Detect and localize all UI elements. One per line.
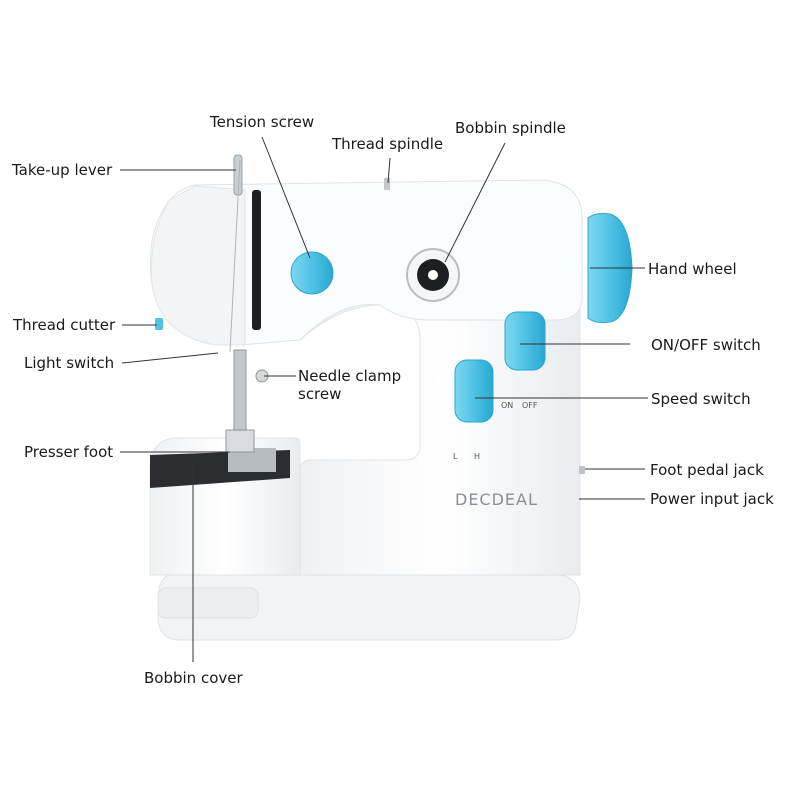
brand-logo: DECDEAL	[455, 490, 538, 509]
label-foot-pedal-jack: Foot pedal jack	[650, 461, 764, 479]
label-speed-switch: Speed switch	[651, 390, 751, 408]
thread-cutter-blade	[155, 318, 163, 330]
label-thread-spindle: Thread spindle	[332, 135, 444, 153]
machine-head-left-cap	[150, 185, 246, 346]
switch-off-label: OFF	[522, 401, 538, 410]
on-off-switch-button	[504, 311, 546, 371]
label-hand-wheel: Hand wheel	[648, 260, 737, 278]
bobbin-cover-panel	[157, 587, 259, 619]
leader-lines	[120, 136, 648, 662]
foot-pedal-jack-port	[579, 466, 585, 474]
label-tension-screw: Tension screw	[210, 113, 315, 131]
thread-spindle-post	[384, 178, 390, 190]
machine-base	[157, 574, 581, 641]
label-on-off-switch: ON/OFF switch	[651, 336, 761, 354]
label-presser-foot: Presser foot	[24, 443, 114, 461]
needle-bar	[233, 349, 247, 431]
label-light-switch: Light switch	[24, 354, 115, 372]
speed-low-label: L	[453, 452, 458, 461]
label-thread-cutter: Thread cutter	[13, 316, 116, 334]
label-needle-clamp-screw: Needle clamp screw	[298, 367, 402, 403]
label-bobbin-cover: Bobbin cover	[144, 669, 243, 687]
presser-foot-shape	[225, 429, 255, 453]
thread-line	[229, 159, 241, 353]
switch-on-label: ON	[501, 401, 513, 410]
tension-screw-knob	[290, 251, 334, 295]
label-power-input-jack: Power input jack	[650, 490, 774, 508]
speed-high-label: H	[474, 452, 480, 461]
label-bobbin-spindle: Bobbin spindle	[455, 119, 566, 137]
speed-switch-button	[454, 359, 494, 423]
take-up-lever-slot	[252, 190, 261, 330]
label-take-up-lever: Take-up lever	[12, 161, 113, 179]
bobbin-spindle-center	[428, 270, 438, 280]
